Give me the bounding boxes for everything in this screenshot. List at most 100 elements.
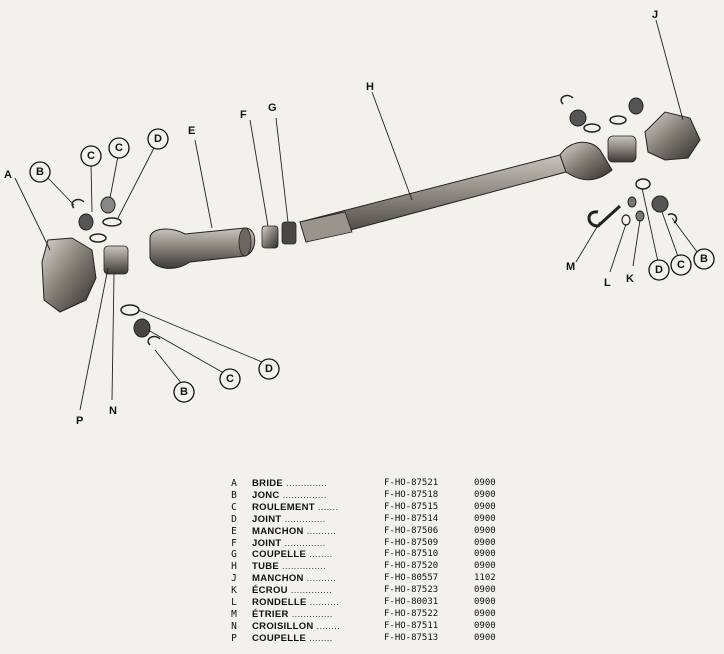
part-leader-dots: ........ [309, 549, 333, 561]
part-name-text: RONDELLE [252, 597, 307, 609]
part-leader-dots: .............. [291, 608, 333, 620]
part-reference: F-HO-87520 [384, 561, 439, 572]
part-leader-dots: ........ [309, 632, 333, 644]
part-name-text: ÉCROU [252, 585, 288, 597]
part-leader-dots: .......... [306, 573, 337, 585]
circled-callout-c-bottom: C [219, 368, 241, 390]
cross-n-part [103, 245, 129, 275]
part-name: JONC ............... [252, 490, 384, 502]
part-reference: F-HO-87506 [384, 525, 439, 536]
part-code: 0900 [474, 585, 496, 596]
part-name: BRIDE .............. [252, 478, 384, 490]
part-letter: H [231, 561, 237, 573]
parts-row: N CROISILLON ........ F-HO-87511 0900 [226, 621, 504, 633]
circled-callout-c-right: C [670, 254, 692, 276]
sleeve-e-part [149, 227, 256, 269]
part-code: 0900 [474, 597, 496, 608]
part-code: 0900 [474, 489, 496, 500]
part-reference: F-HO-87511 [384, 620, 439, 631]
callout-e: E [188, 125, 195, 137]
left-small-parts [71, 196, 161, 346]
part-letter: E [231, 525, 237, 537]
part-letter: N [231, 620, 237, 632]
right-small-parts [560, 94, 678, 228]
part-reference: F-HO-87513 [384, 632, 439, 643]
part-code: 0900 [474, 561, 496, 572]
part-reference: F-HO-87515 [384, 501, 439, 512]
part-leader-dots: .............. [286, 478, 328, 489]
part-name: COUPELLE ........ [252, 549, 384, 561]
part-name-text: MANCHON [252, 573, 304, 585]
circled-callout-b-right: B [693, 248, 715, 270]
svg-text:C: C [115, 142, 123, 154]
callout-j: J [652, 9, 658, 21]
parts-row: L RONDELLE .......... F-HO-80031 0900 [226, 597, 504, 609]
part-leader-dots: .............. [290, 585, 332, 597]
part-letter: M [231, 608, 237, 620]
part-letter: D [231, 513, 237, 525]
part-code: 0900 [474, 549, 496, 560]
callout-f: F [240, 109, 247, 121]
part-letter: K [231, 585, 237, 597]
part-name: MANCHON .......... [252, 573, 384, 585]
part-letter: L [231, 597, 237, 609]
part-code: 0900 [474, 537, 496, 548]
part-name-text: CROISILLON [252, 620, 314, 632]
svg-text:C: C [87, 150, 95, 162]
part-letter: P [231, 632, 237, 644]
part-letter: C [231, 501, 237, 513]
part-reference: F-HO-80031 [384, 597, 439, 608]
part-code: 1102 [474, 573, 496, 584]
part-code: 0900 [474, 478, 496, 488]
part-name-text: ÉTRIER [252, 608, 289, 620]
part-code: 0900 [474, 620, 496, 631]
part-leader-dots: ....... [317, 501, 339, 513]
part-leader-dots: ............... [282, 561, 327, 573]
part-code: 0900 [474, 501, 496, 512]
callout-k: K [626, 273, 634, 285]
callout-p: P [76, 415, 83, 427]
part-letter: A [231, 478, 237, 489]
exploded-driveshaft-diagram: A E F G H J M L K P N B C C D B C D D C [4, 9, 715, 427]
leader-lines [14, 19, 701, 411]
circled-callout-c-left2: C [108, 137, 130, 159]
part-code: 0900 [474, 513, 496, 524]
part-name: ÉCROU .............. [252, 585, 384, 597]
part-reference: F-HO-87522 [384, 608, 439, 619]
part-leader-dots: .......... [309, 597, 340, 609]
callout-m: M [566, 261, 575, 273]
part-letter: J [231, 573, 237, 585]
svg-text:C: C [226, 373, 234, 385]
part-leader-dots: .............. [284, 537, 326, 549]
part-letter: F [231, 537, 237, 549]
part-leader-dots: ........ [316, 620, 341, 632]
svg-text:B: B [36, 166, 44, 178]
part-name: JOINT .............. [252, 514, 384, 526]
circled-callout-d-right: D [648, 259, 670, 281]
part-name: TUBE ............... [252, 561, 384, 573]
callout-a: A [4, 169, 12, 181]
part-name: ROULEMENT ....... [252, 502, 384, 514]
sleeve-j-part [644, 111, 701, 161]
part-reference: F-HO-87510 [384, 549, 439, 560]
part-name-text: ROULEMENT [252, 501, 315, 513]
part-code: 0900 [474, 632, 496, 643]
callout-n: N [109, 405, 117, 417]
part-name-text: COUPELLE [252, 549, 307, 561]
cup-g-part [281, 221, 297, 245]
part-name-text: BRIDE [252, 478, 284, 489]
part-leader-dots: .............. [284, 513, 326, 525]
parts-row: H TUBE ...............F-HO-87520 0900 [226, 561, 504, 573]
flange-a-part [41, 237, 97, 313]
